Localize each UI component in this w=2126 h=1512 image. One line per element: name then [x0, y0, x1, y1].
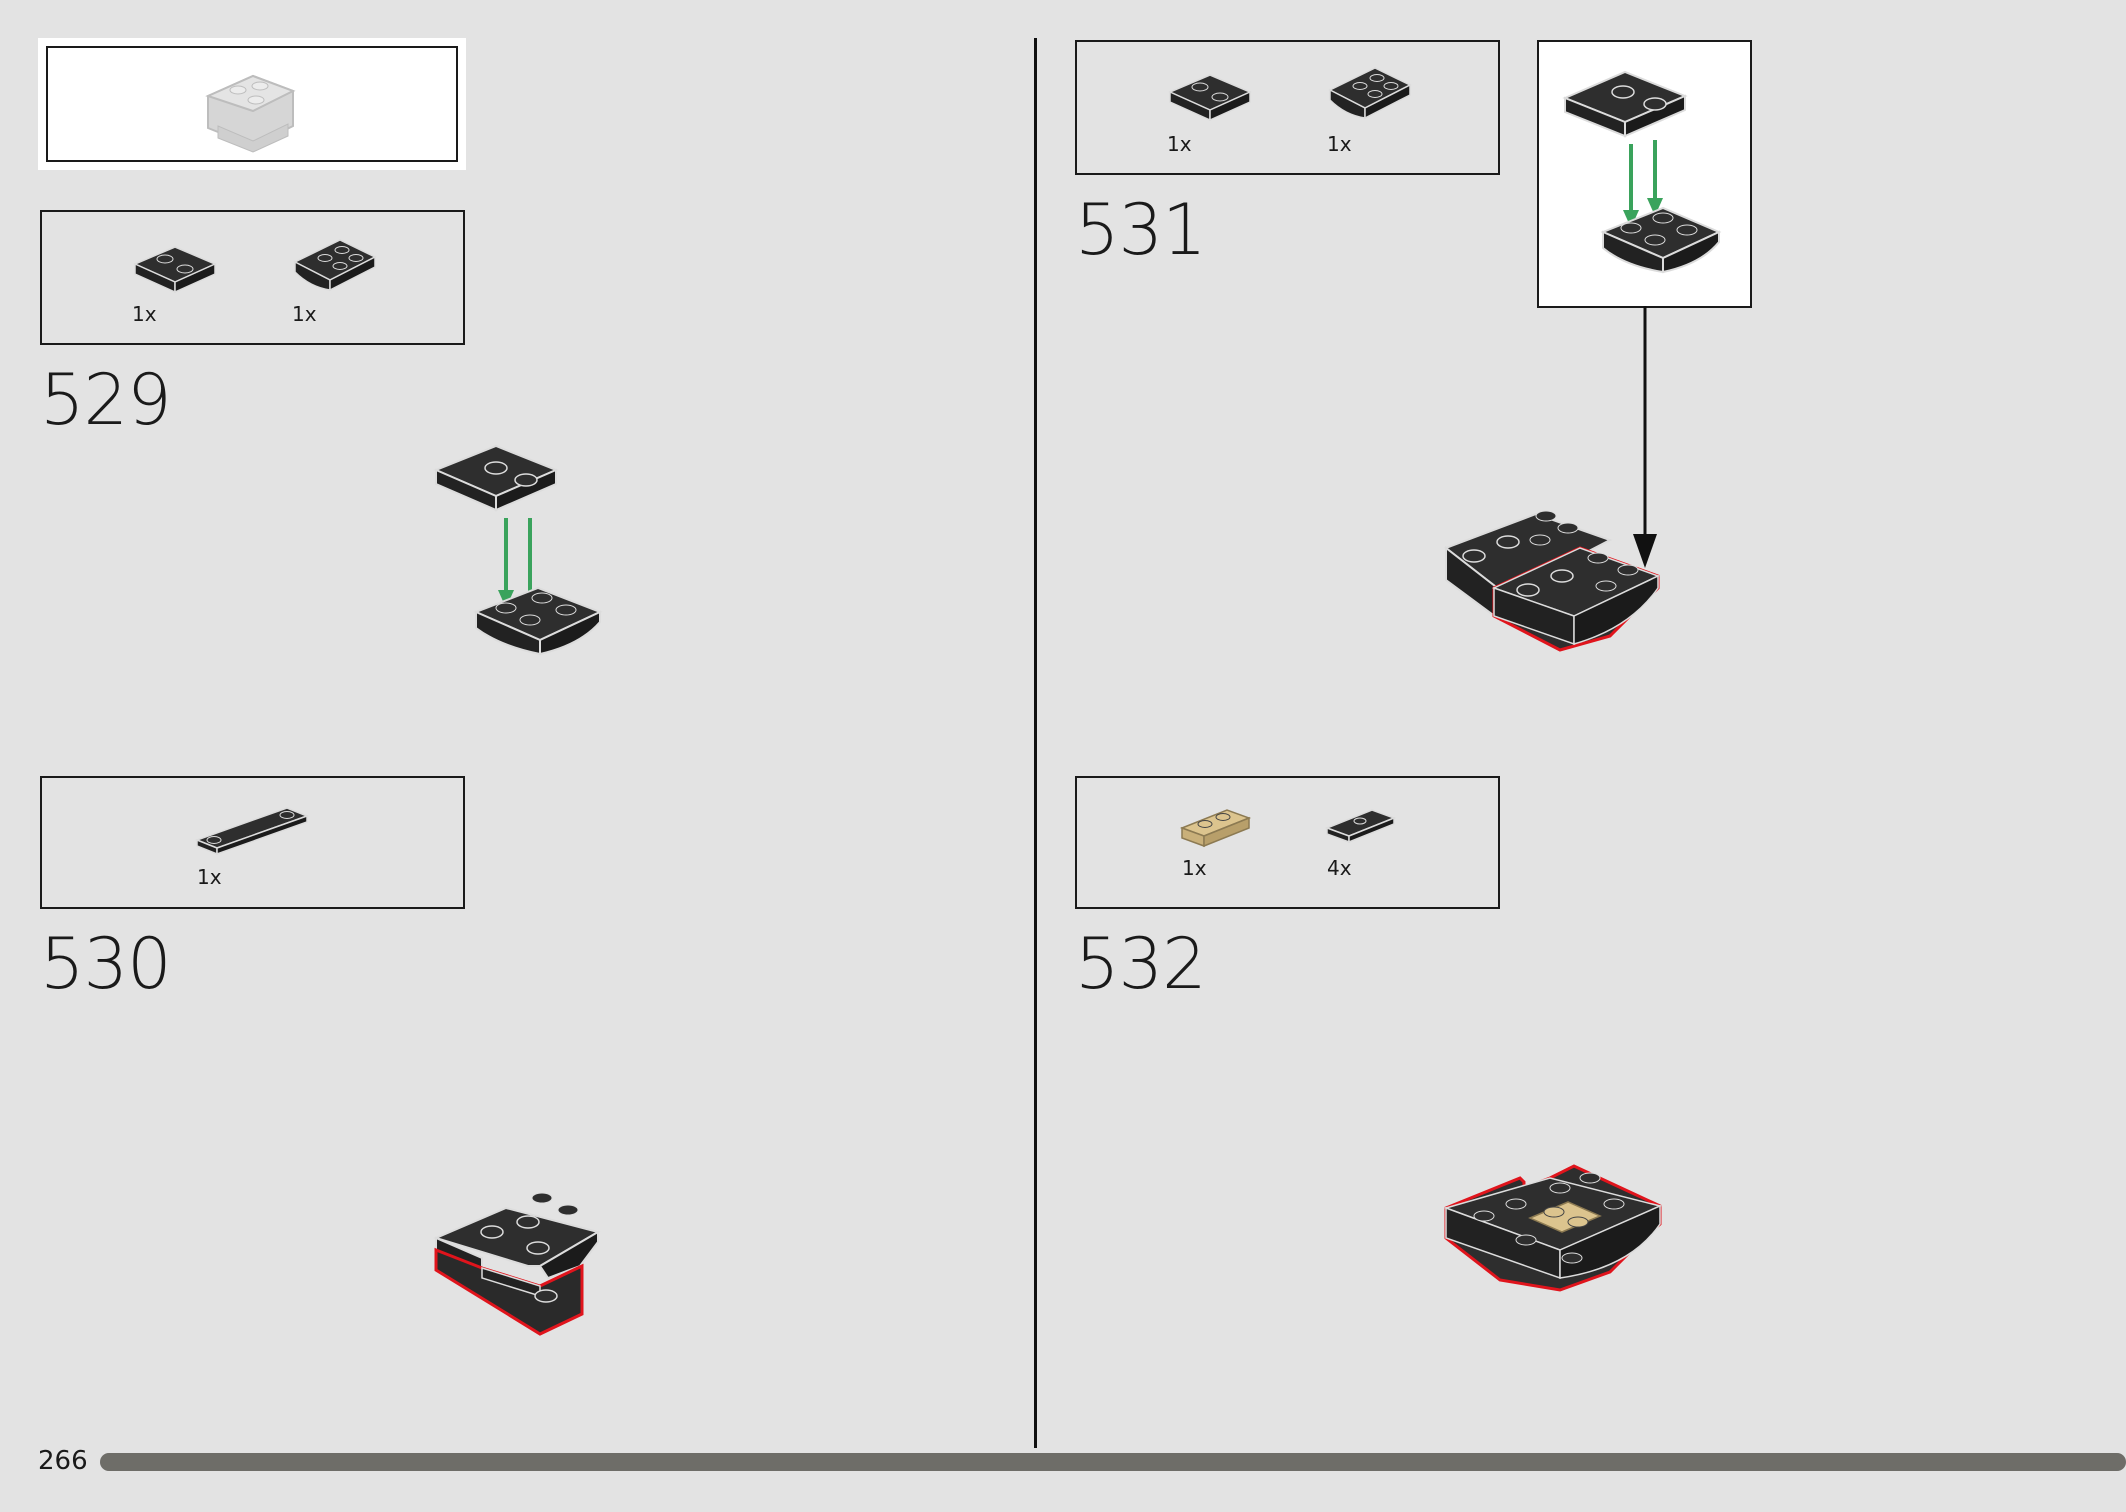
- step-531-part-1-qty: 1x: [1167, 132, 1192, 156]
- step-530-number: 530: [40, 923, 172, 1005]
- step-532-part-2-qty: 4x: [1327, 856, 1352, 880]
- submodel-callout-frame: [46, 46, 458, 162]
- step-532-number: 532: [1075, 923, 1207, 1005]
- step-529-assembly-image: [433, 444, 603, 656]
- page-divider: [1034, 38, 1037, 1448]
- step-530-parts-box: 1x: [40, 776, 465, 909]
- step-529-part-1-qty: 1x: [132, 302, 157, 326]
- submodel-callout: [38, 38, 466, 170]
- page-number: 266: [38, 1446, 88, 1476]
- part-plate-2x2-icon: [133, 246, 217, 294]
- part-curved-plate-icon: [293, 239, 377, 292]
- step-529-part-2-qty: 1x: [292, 302, 317, 326]
- part-plate-1x4-icon: [194, 807, 310, 856]
- step-531-assembly-image: [1443, 510, 1660, 652]
- step-532-part-1-qty: 1x: [1182, 856, 1207, 880]
- step-532-parts-box: 1x 4x: [1075, 776, 1500, 909]
- step-529-number: 529: [40, 359, 172, 441]
- subassembly-image: [1562, 70, 1722, 274]
- step-531-parts-box: 1x 1x: [1075, 40, 1500, 175]
- step-530-assembly-image: [433, 1192, 601, 1336]
- step-530-part-1-qty: 1x: [197, 865, 222, 889]
- step-532-assembly-image: [1443, 1164, 1663, 1292]
- step-531-subassembly-callout: [1537, 40, 1752, 308]
- part-plate-1x2-black-icon: [1324, 809, 1397, 844]
- part-plate-2x2-icon: [1168, 74, 1252, 122]
- progress-bar-fill: [100, 1453, 2126, 1471]
- part-curved-plate-icon: [1328, 67, 1412, 120]
- submodel-ghost-image: [205, 74, 296, 153]
- step-531-number: 531: [1075, 189, 1207, 271]
- step-531-part-2-qty: 1x: [1327, 132, 1352, 156]
- step-529-parts-box: 1x 1x: [40, 210, 465, 345]
- part-plate-1x2-tan-icon: [1179, 809, 1252, 848]
- callout-connector-arrow: [1633, 306, 1657, 568]
- progress-bar: [100, 1453, 2126, 1471]
